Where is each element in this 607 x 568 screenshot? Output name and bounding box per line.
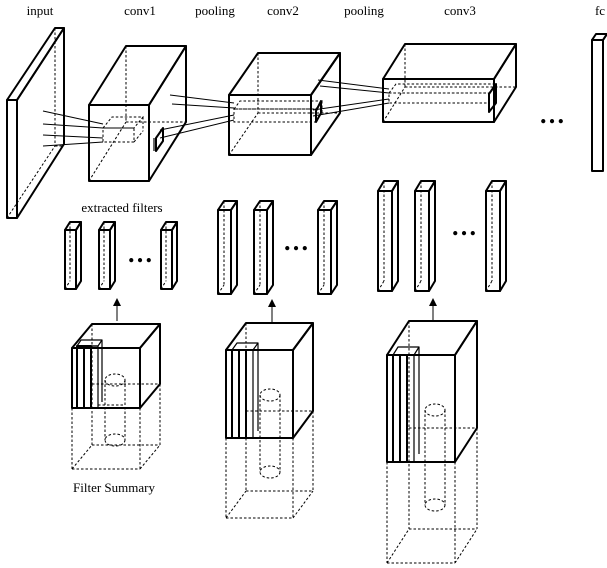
input-layer: [6, 27, 65, 219]
label-extracted-filters: extracted filters: [81, 200, 162, 215]
filter-bar: [253, 200, 274, 295]
ellipsis-filters-3: …: [451, 212, 477, 241]
label-conv1: conv1: [124, 3, 156, 18]
extracted-filters-conv1: …: [64, 221, 178, 290]
filter-bar: [485, 180, 507, 292]
label-filter-summary: Filter Summary: [73, 480, 155, 495]
connection-conv1-conv2: [159, 94, 235, 139]
ellipsis-top: …: [539, 100, 565, 129]
label-pooling-1: pooling: [195, 3, 235, 18]
extracted-filters-conv3: …: [377, 180, 507, 292]
label-conv3: conv3: [444, 3, 476, 18]
conv2-block: [228, 52, 341, 156]
connection-conv2-conv3: [312, 79, 390, 117]
ellipsis-filters-1: …: [127, 239, 153, 268]
fc-layer: [591, 33, 607, 172]
conv1-block: [88, 45, 187, 182]
conv3-block: [382, 43, 517, 123]
filter-summary-3: [386, 320, 478, 564]
connection-input-conv1: [42, 110, 104, 147]
label-conv2: conv2: [267, 3, 299, 18]
filter-summary-1: [71, 323, 161, 470]
label-pooling-2: pooling: [344, 3, 384, 18]
filter-bar: [98, 221, 116, 290]
extracted-filters-conv2: …: [217, 200, 338, 295]
filter-bar: [217, 200, 238, 295]
filter-bar: [160, 221, 178, 290]
filter-bar: [64, 221, 82, 290]
label-input: input: [27, 3, 54, 18]
filter-bar: [377, 180, 399, 292]
label-fc: fc: [595, 3, 605, 18]
filter-summary-2: [225, 322, 314, 519]
filter-bar: [317, 200, 338, 295]
filter-bar: [414, 180, 436, 292]
ellipsis-filters-2: …: [283, 227, 309, 256]
